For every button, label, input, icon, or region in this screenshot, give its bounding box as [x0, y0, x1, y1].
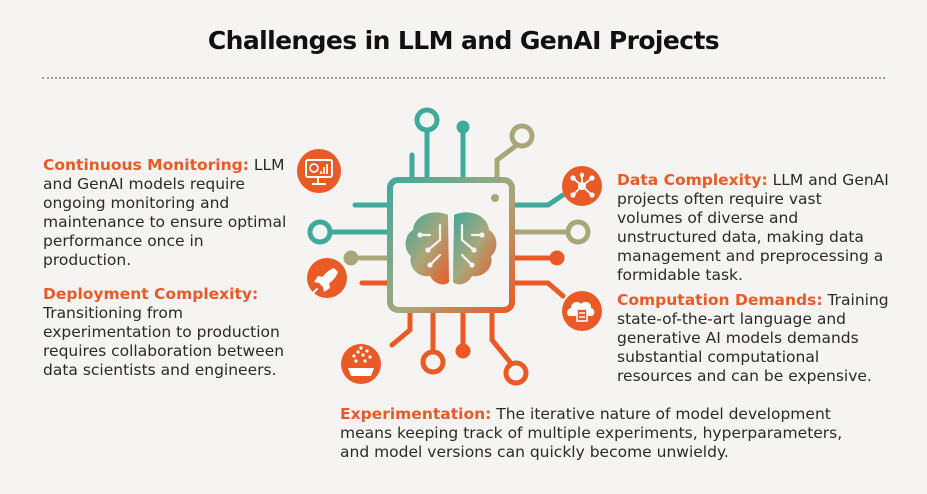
cloud-server-icon — [562, 291, 602, 331]
chip-bottom-pins — [389, 307, 529, 386]
computation-demands-label: Computation Demands: — [617, 291, 823, 309]
data-complexity-text: LLM and GenAI projects often require vas… — [617, 171, 889, 284]
data-complexity-block: Data Complexity: LLM and GenAI projects … — [617, 171, 892, 285]
chip-right-pins — [509, 192, 591, 299]
data-network-icon — [562, 166, 602, 206]
continuous-monitoring-label: Continuous Monitoring: — [43, 156, 249, 174]
computation-demands-text: Training state-of-the-art language and g… — [617, 291, 889, 385]
continuous-monitoring-block: Continuous Monitoring: LLM and GenAI mod… — [43, 156, 293, 270]
chip-top-pins — [409, 107, 535, 183]
flask-experiment-icon — [341, 344, 381, 384]
experimentation-block: Experimentation: The iterative nature of… — [340, 405, 870, 462]
deployment-complexity-block: Deployment Complexity:Transitioning from… — [43, 285, 288, 380]
title-divider — [42, 77, 885, 79]
chip-left-pins — [307, 202, 393, 286]
experimentation-label: Experimentation: — [340, 405, 492, 423]
monitor-chart-icon — [297, 149, 341, 193]
experimentation-text: The iterative nature of model developmen… — [340, 405, 843, 461]
rocket-icon — [307, 258, 347, 298]
computation-demands-block: Computation Demands: Training state-of-t… — [617, 291, 895, 386]
data-complexity-label: Data Complexity: — [617, 171, 768, 189]
deployment-complexity-label: Deployment Complexity: — [43, 285, 259, 303]
page-title: Challenges in LLM and GenAI Projects — [207, 26, 720, 55]
deployment-complexity-text: Transitioning from experimentation to pr… — [43, 304, 285, 379]
continuous-monitoring-text: LLM and GenAI models require ongoing mon… — [43, 156, 287, 269]
chip-icon — [387, 177, 515, 313]
